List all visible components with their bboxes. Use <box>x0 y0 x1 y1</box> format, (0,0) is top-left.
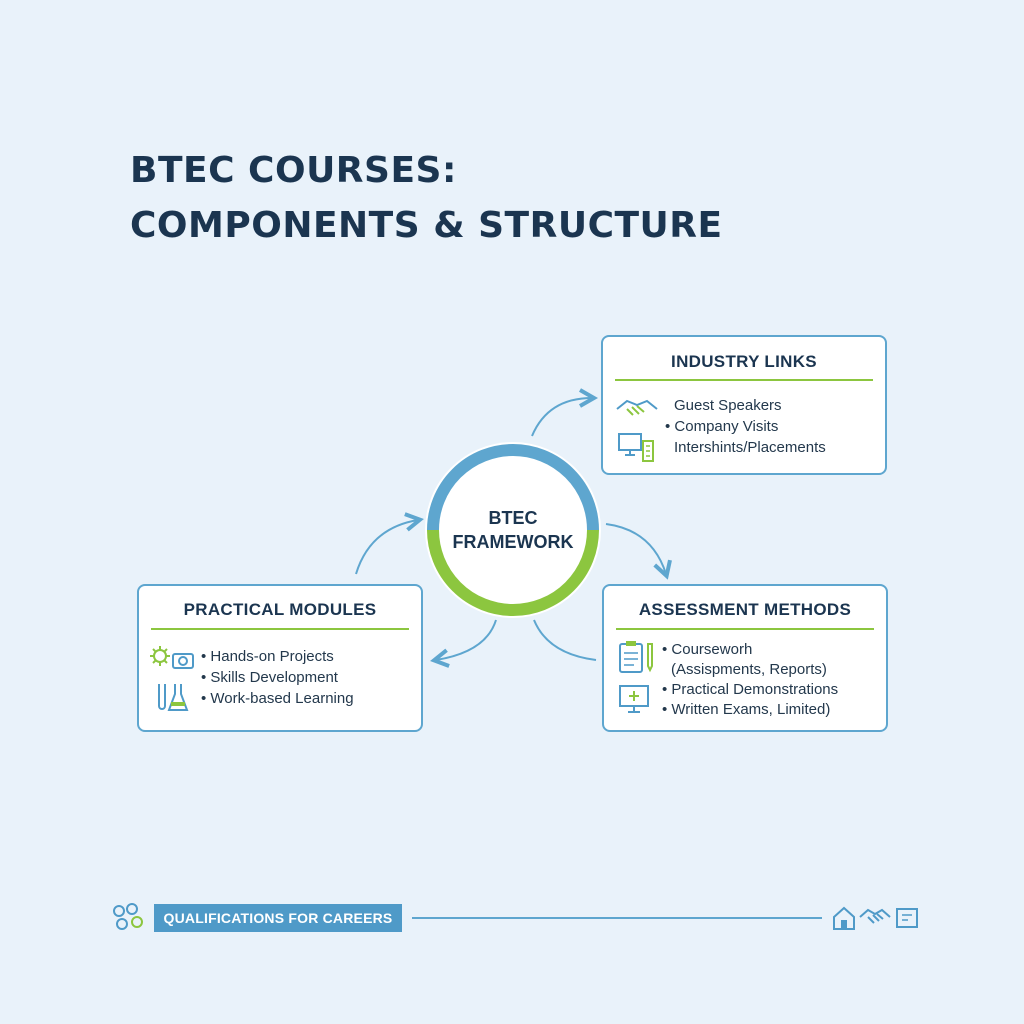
assessment-methods-list: • Coursewor​h (Assispments, Reports) • P… <box>662 640 838 720</box>
industry-links-divider <box>615 379 873 381</box>
practical-modules-list: • Hands-on Projects • Skills Development… <box>201 646 354 709</box>
list-item: • Company Visits <box>665 418 779 435</box>
industry-links-card: INDUSTRY LINKS Guest Speakers • Company … <box>601 335 887 475</box>
industry-links-list: Guest Speakers • Company Visits Intershi… <box>665 395 826 458</box>
list-item: • Practical Demonstrations <box>662 681 839 698</box>
arrow-to-practical <box>436 619 497 660</box>
framework-label-line-1: BTEC <box>488 508 538 528</box>
practical-modules-title: PRACTICAL MODULES <box>183 600 377 619</box>
list-item: • Skills Development <box>201 669 338 686</box>
monitor-icon <box>619 685 649 713</box>
footer-divider <box>412 917 822 919</box>
assessment-methods-card: ASSESSMENT METHODS • Coursewor​h (Assisp… <box>602 584 888 732</box>
list-item: • Written Exams, Limited) <box>662 701 831 718</box>
gear-camera-icon <box>150 646 194 669</box>
list-item: • Hands-on Projects <box>201 648 334 665</box>
handshake-icon <box>859 908 891 924</box>
school-icon <box>833 906 855 930</box>
arrow-to-framework <box>355 520 418 575</box>
certificate-icon <box>896 908 918 928</box>
list-item: • Coursewor​h <box>662 641 753 658</box>
title-line-2: COMPONENTS & STRUCTURE <box>130 205 723 246</box>
assessment-methods-title: ASSESSMENT METHODS <box>638 600 852 619</box>
clipboard-icon <box>619 641 653 673</box>
practical-modules-card: PRACTICAL MODULES • Hands-on Projects • … <box>137 584 423 732</box>
computer-building-icon <box>618 433 654 462</box>
list-item: Guest Speakers <box>674 397 782 414</box>
handshake-icon <box>616 399 658 416</box>
footer-badge: QUALIFICATIONS FOR CAREERS <box>154 904 402 932</box>
list-item: • Work-based Learning <box>201 690 354 707</box>
industry-links-title: INDUSTRY LINKS <box>671 352 817 371</box>
framework-ring <box>425 442 601 618</box>
framework-label-line-2: FRAMEWORK <box>452 532 574 552</box>
btec-framework-hub: BTEC FRAMEWORK <box>423 440 603 620</box>
title-line-1: BTEC COURSES: <box>130 150 457 191</box>
page-title: BTEC COURSES: COMPONENTS & STRUCTURE <box>130 143 723 253</box>
arrow-to-assessment <box>605 523 666 574</box>
practical-modules-divider <box>151 628 409 630</box>
community-icon <box>113 903 143 930</box>
arrow-assessment-loop <box>533 619 597 661</box>
lab-flask-icon <box>158 684 189 711</box>
arrow-to-industry <box>531 398 592 437</box>
list-item: Intershints/Placements <box>674 439 826 456</box>
assessment-methods-divider <box>616 628 874 630</box>
list-item: (Assispments, Reports) <box>671 661 827 678</box>
